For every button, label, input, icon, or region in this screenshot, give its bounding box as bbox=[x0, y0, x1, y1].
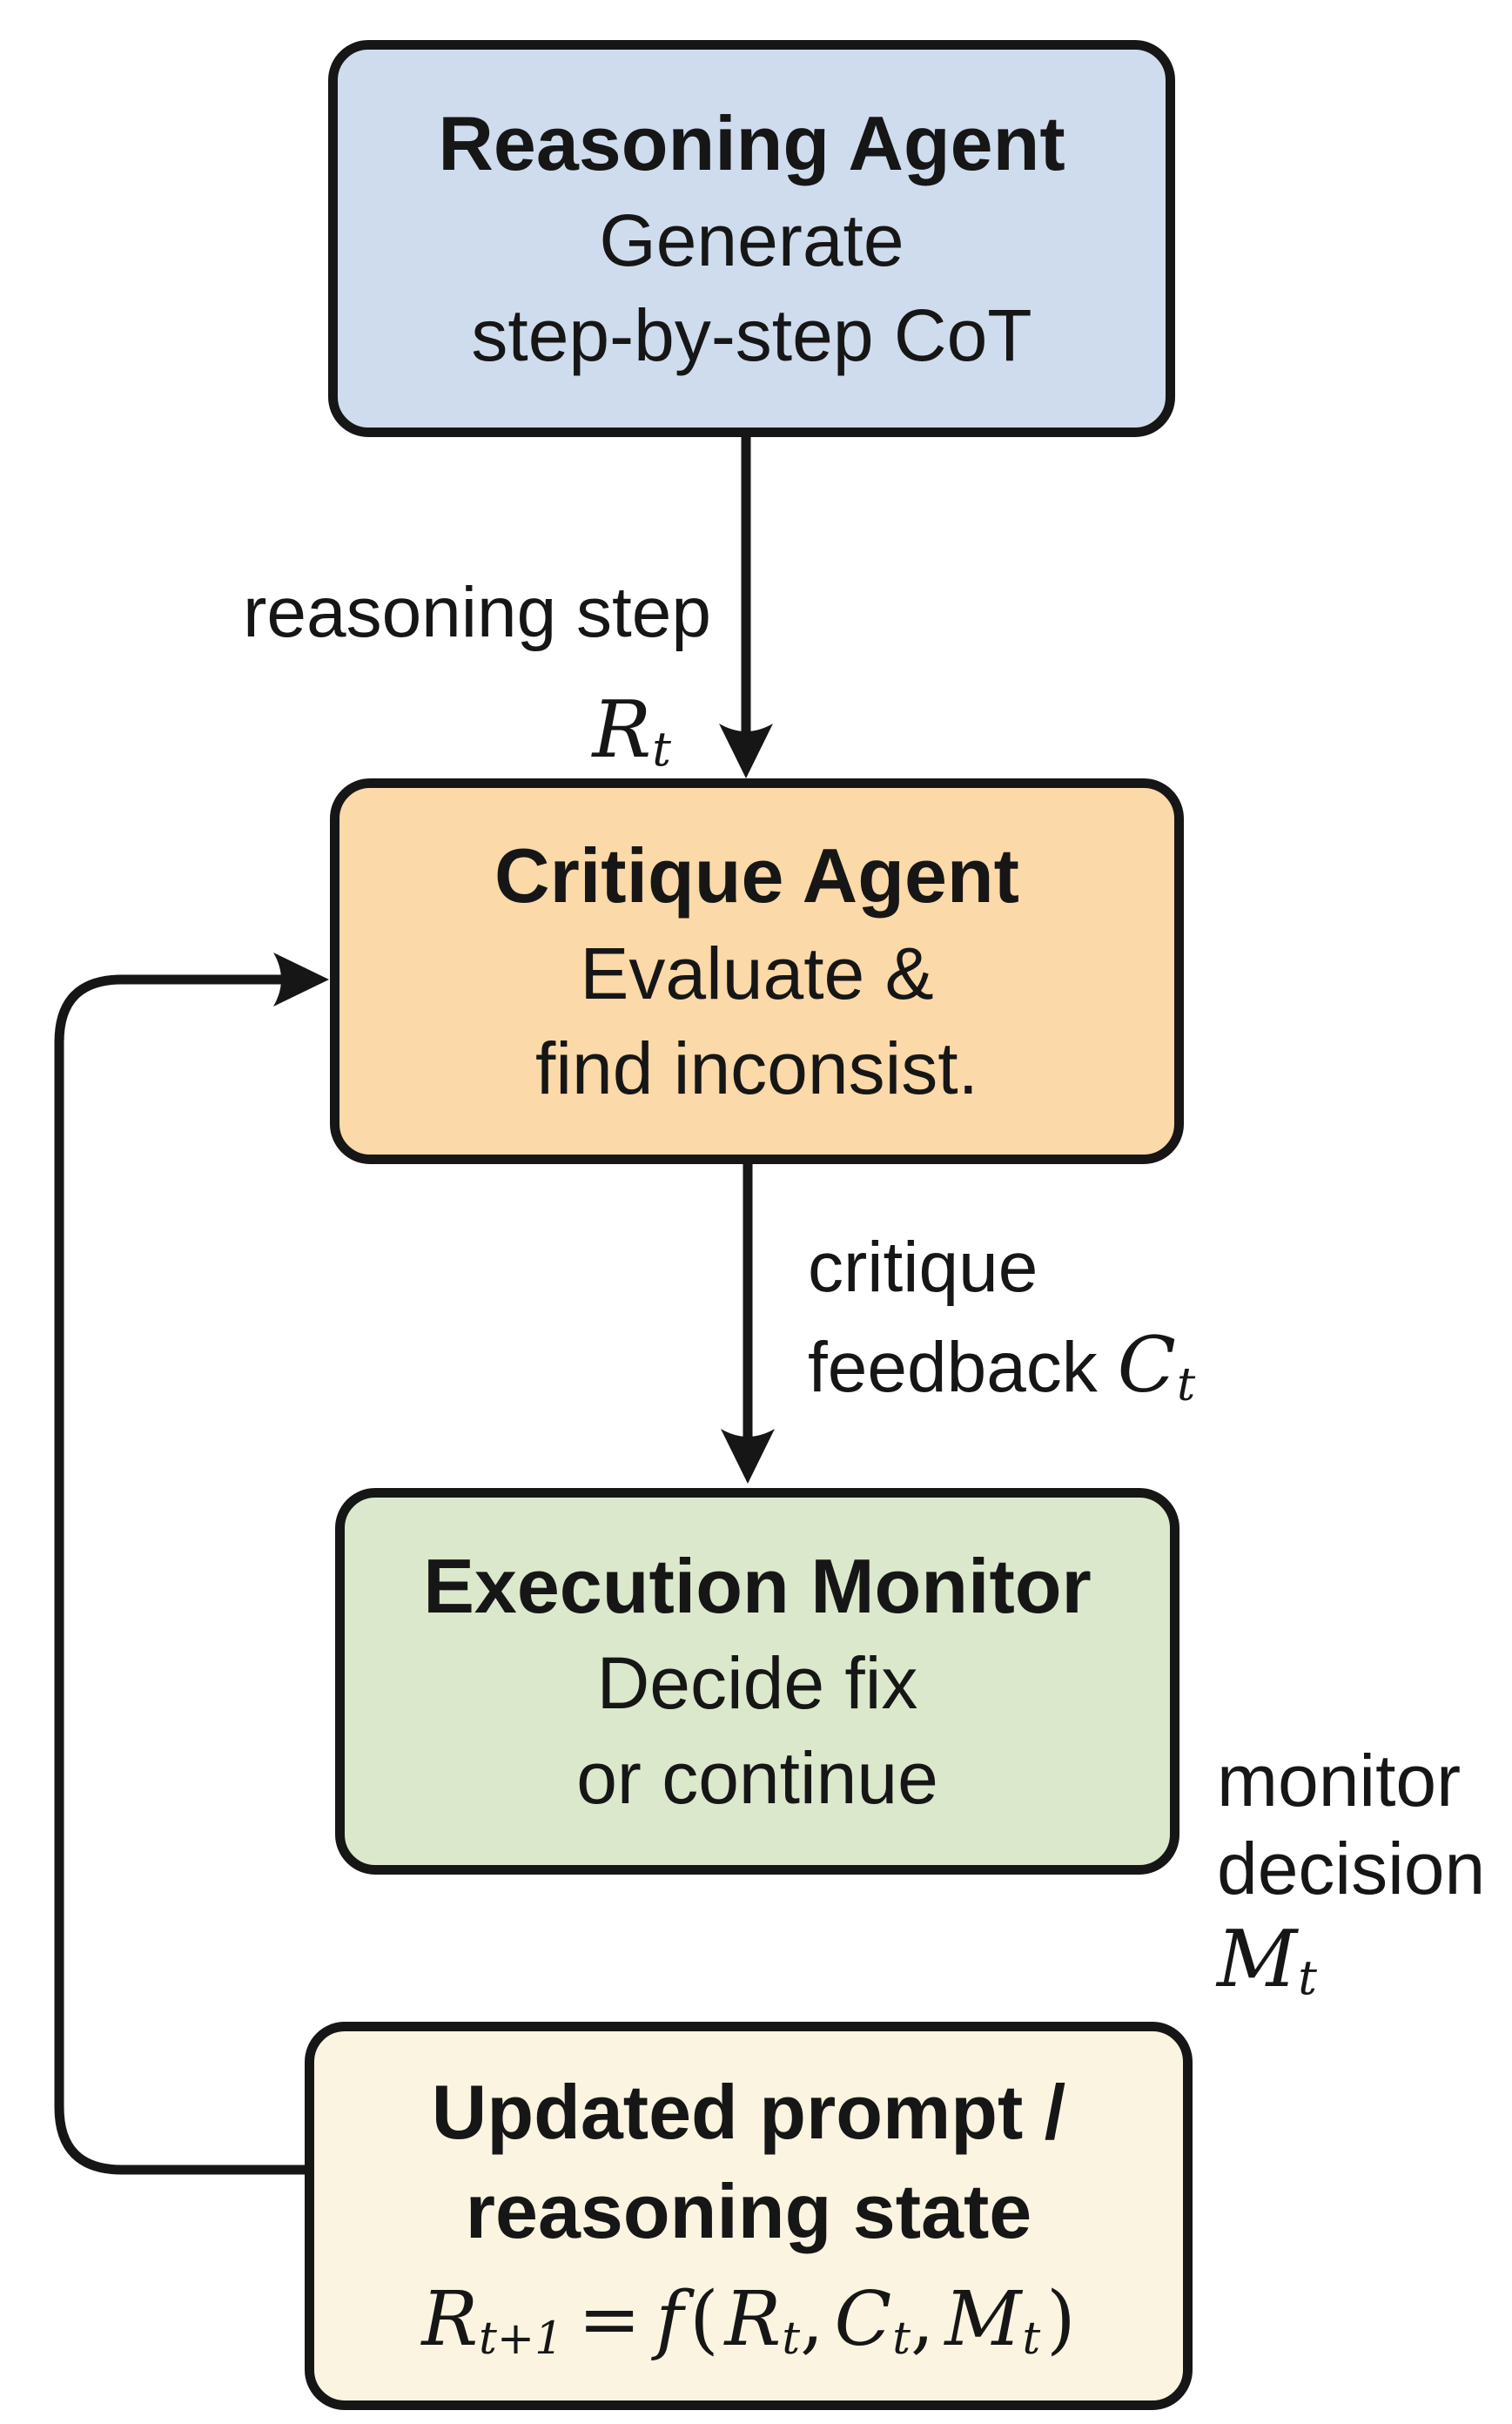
formula-function: f bbox=[655, 2276, 684, 2364]
reasoning-agent-line: Generate bbox=[599, 199, 904, 281]
formula-arg3-subscript: t bbox=[1022, 2312, 1041, 2365]
updated-prompt-title: reasoning state bbox=[465, 2168, 1032, 2255]
formula-lhs: R bbox=[421, 2276, 479, 2364]
critique-agent-line: Evaluate & bbox=[580, 932, 934, 1014]
symbol-R: R bbox=[592, 684, 652, 776]
critique-agent-line: find inconsist. bbox=[535, 1027, 978, 1109]
formula-arg1: R bbox=[724, 2276, 782, 2364]
edge-label-reasoning-step: reasoning step Rt bbox=[218, 559, 711, 789]
reasoning-agent-title: Reasoning Agent bbox=[438, 99, 1065, 186]
reasoning-agent-line: step-by-step CoT bbox=[471, 294, 1032, 377]
formula-arg2: C bbox=[834, 2276, 892, 2364]
edge-label-critique-line2: feedback Ct bbox=[808, 1315, 1195, 1416]
arrow-loop-updated-to-critique bbox=[54, 953, 329, 2175]
edge-label-critique-feedback: critique feedback Ct bbox=[808, 1221, 1195, 1416]
formula-arg2-subscript: t bbox=[892, 2312, 911, 2365]
arrow-reasoning-to-critique bbox=[719, 437, 773, 778]
formula-arg3: M bbox=[944, 2276, 1022, 2364]
edge-label-critique-line2-text: feedback bbox=[808, 1328, 1098, 1408]
updated-prompt-title: Updated prompt / bbox=[431, 2068, 1066, 2155]
symbol-M: M bbox=[1217, 1913, 1298, 2005]
edge-label-monitor-line1: monitor bbox=[1217, 1740, 1462, 1821]
edge-label-monitor-decision: monitor decision Mt bbox=[1217, 1737, 1485, 2007]
critique-agent-node: Critique Agent Evaluate & find inconsist… bbox=[330, 778, 1184, 1164]
edge-label-critique-line1: critique bbox=[808, 1228, 1038, 1307]
reasoning-agent-node: Reasoning Agent Generate step-by-step Co… bbox=[328, 40, 1175, 437]
formula-lhs-subscript: t+1 bbox=[479, 2312, 563, 2365]
symbol-R-subscript: t bbox=[652, 721, 671, 777]
execution-monitor-line: or continue bbox=[576, 1737, 938, 1820]
formula-open-paren: ( bbox=[689, 2276, 719, 2364]
critique-agent-title: Critique Agent bbox=[494, 832, 1019, 919]
update-formula: Rt+1=f(Rt,Ct,Mt) bbox=[421, 2272, 1075, 2369]
edge-label-reasoning-step-symbol: Rt bbox=[218, 671, 671, 789]
formula-close-paren: ) bbox=[1046, 2276, 1076, 2364]
execution-monitor-line: Decide fix bbox=[596, 1642, 918, 1724]
edge-label-reasoning-step-text: reasoning step bbox=[243, 573, 711, 652]
symbol-C: C bbox=[1117, 1320, 1176, 1411]
formula-comma: , bbox=[800, 2276, 824, 2364]
arrow-critique-to-monitor bbox=[721, 1164, 775, 1484]
formula-equals: = bbox=[578, 2276, 642, 2364]
execution-monitor-title: Execution Monitor bbox=[423, 1542, 1092, 1629]
execution-monitor-node: Execution Monitor Decide fix or continue bbox=[335, 1488, 1179, 1875]
updated-prompt-node: Updated prompt / reasoning state Rt+1 =f(… bbox=[305, 2022, 1193, 2410]
symbol-M-subscript: t bbox=[1298, 1950, 1317, 2006]
edge-label-monitor-line2: decision bbox=[1217, 1827, 1486, 1909]
formula-arg1-subscript: t bbox=[782, 2312, 801, 2365]
edge-label-monitor-symbol: Mt bbox=[1217, 1913, 1485, 2008]
formula-comma: , bbox=[911, 2276, 935, 2364]
symbol-C-subscript: t bbox=[1177, 1357, 1196, 1411]
